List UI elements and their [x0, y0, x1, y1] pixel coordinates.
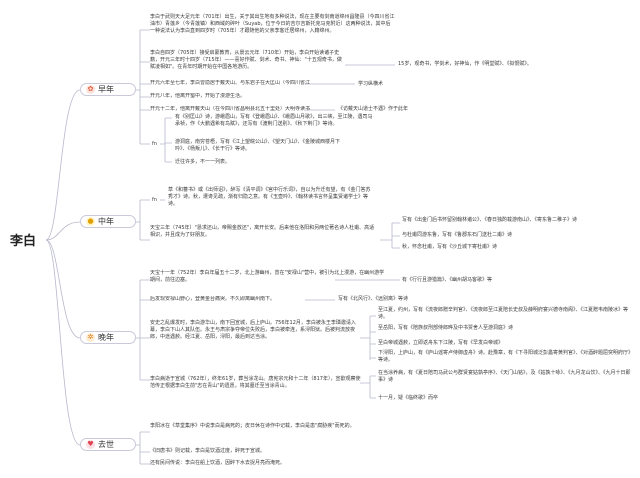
- wannian-b-note: 写有《北风行》、《远别离》等诗: [338, 296, 409, 302]
- zaonian-718-note: 学习纵横术: [358, 81, 384, 87]
- zhongnian-feng: fn: [152, 197, 157, 203]
- zaonian-education-note: 15岁，观奇书，学剑术，好神仙，作《明堂赋》、《拟恨赋》。: [398, 61, 532, 67]
- wannian-d: 李白病逝于宣城（762年），终年61岁，葬当涂龙山。唐宪宗元和十二年（817年）…: [150, 376, 361, 390]
- zaonian-poem-3: 迁往许多，不一一列表。: [175, 159, 231, 165]
- zaonian-718: 开元六年至七年，李白曾隐居于戴天山、与东岩子在大匡山（今四川省江油市一带）岷山隐…: [150, 80, 310, 86]
- branch-label: 晚年: [98, 333, 114, 342]
- zaonian-intro: 李白于武则天大足元年（701年）出生，关于其出生地有多种说法，现在主要有剑南道绵…: [150, 14, 395, 35]
- branch-qushi[interactable]: ♥ 去世: [80, 438, 136, 451]
- branch-label: 去世: [98, 440, 114, 449]
- zaonian-feng: fn: [152, 141, 157, 147]
- branch-wannian[interactable]: ✲ 晚年: [80, 331, 136, 344]
- zhongnian-a: 草《和蕃书》或《出师诏》，醉写《清平调》《宫中行乐词》，自以为升迁有望，有《金门…: [168, 187, 371, 208]
- root-title: 李白: [10, 234, 37, 249]
- zaonian-720: 开元八年，他离开蜀中，开始了漫游生活。: [150, 93, 246, 99]
- heart-icon: ♥: [86, 440, 95, 449]
- zaonian-724: 开元十二年，他离开戴天山（在今四川省昌明县北五十里处）大明寺读书，: [150, 106, 310, 112]
- wannian-c: 安史之乱爆发时，李白游华山，南下回宣城，后上庐山。756年12月，李白被永王李璘…: [150, 320, 356, 341]
- branch-label: 早年: [98, 85, 114, 94]
- zaonian-poem-1: 有《别匡山》诗，游峨眉山，写有《登峨眉山》、《峨眉山月歌》，出三峡，至江陵，遇司…: [175, 114, 373, 128]
- zaonian-poem-2: 游洞庭，南穷苍梧，写有《江上望皖公山》、《望天门山》、《金陵城西楼月下吟》、《杨…: [175, 139, 341, 153]
- wannian-c-note-1: 至江夏，约州，写有《流夜郎赠辛判官》、《流夜郎至江夏陪长史叔及薛明府宴兴德寺南阁…: [378, 307, 629, 321]
- wannian-a-note: 有《行行且游猎篇》、《幽州胡马客歌》等: [402, 277, 493, 283]
- branch-label: 中年: [98, 217, 114, 226]
- branch-zhongnian[interactable]: ● 中年: [80, 215, 136, 228]
- zaonian-724-note: 《访戴天山道士不遇》作于此年: [338, 106, 409, 112]
- wannian-c-note-4: 下浔阳，上庐山，有《庐山谣寄卢侍御虚舟》诗。赴豫章，有《下寻阳城泛彭蠡寄黄判官》…: [378, 350, 634, 364]
- flower-icon: ✿: [86, 85, 95, 94]
- zhongnian-b-note-3: 秋，怀念杜甫，写有《沙丘城下寄杜甫》诗: [402, 244, 498, 250]
- zhongnian-b: 天宝三年（745年）"恳求还山，帝赐金放还"，离开长安。后来他在洛阳和另两位著名…: [150, 225, 375, 239]
- wannian-b: 后发现安禄山野心，登黄金台痛哭。不久即离幽州南下。: [150, 296, 276, 302]
- gear-icon: ✲: [86, 333, 95, 342]
- qushi-a: 李阳冰在《草堂集序》中说李白是病死的；皮日休在诗作中记载，李白是患"腐胁疾"而死…: [150, 423, 355, 429]
- wannian-a: 天宝十一年（752年）李白年届五十二岁，北上游幽州，曾在"安禄山"营中，被引为北…: [150, 270, 385, 284]
- zhongnian-b-note-2: 与杜甫同游东鲁，写有《鲁郡东石门送杜二甫》诗: [402, 232, 513, 238]
- lightbulb-icon: ●: [86, 217, 95, 226]
- zhongnian-b-note-1: 写有《出金门后书怀留别翰林诸公》、《春日独酌载游南山》、《寄东鲁二稚子》诗: [402, 217, 578, 223]
- qushi-b: 《旧唐书》则记载，李白是饮酒过度，醉死于宣城。: [150, 448, 266, 454]
- branch-zaonian[interactable]: ✿ 早年: [80, 83, 136, 96]
- wannian-d-note-2: 十一月，疑《临终歌》而卒: [378, 395, 439, 401]
- qushi-c: 还有民间传说：李白在船上饮酒，因醉下水去捉月亮而淹死。: [150, 460, 286, 466]
- wannian-d-note-1: 在当涂养病，有《夏日陪司马武公与群贤宴姑孰亭序》、《天门山铭》，及《姑孰十咏》、…: [378, 370, 631, 384]
- wannian-c-note-3: 至白帝城遇赦，立即返舟东下江陵，写有《早发白帝城》: [378, 340, 504, 346]
- zaonian-education: 李白自四岁（705年）接受启蒙教育，从景云元年（710年）开始，李白开始读诸子史…: [150, 50, 342, 71]
- wannian-c-note-2: 至岳阳，写有《陪族叔刑部侍郎晔及中书贾舍人至游洞庭》诗: [378, 325, 514, 331]
